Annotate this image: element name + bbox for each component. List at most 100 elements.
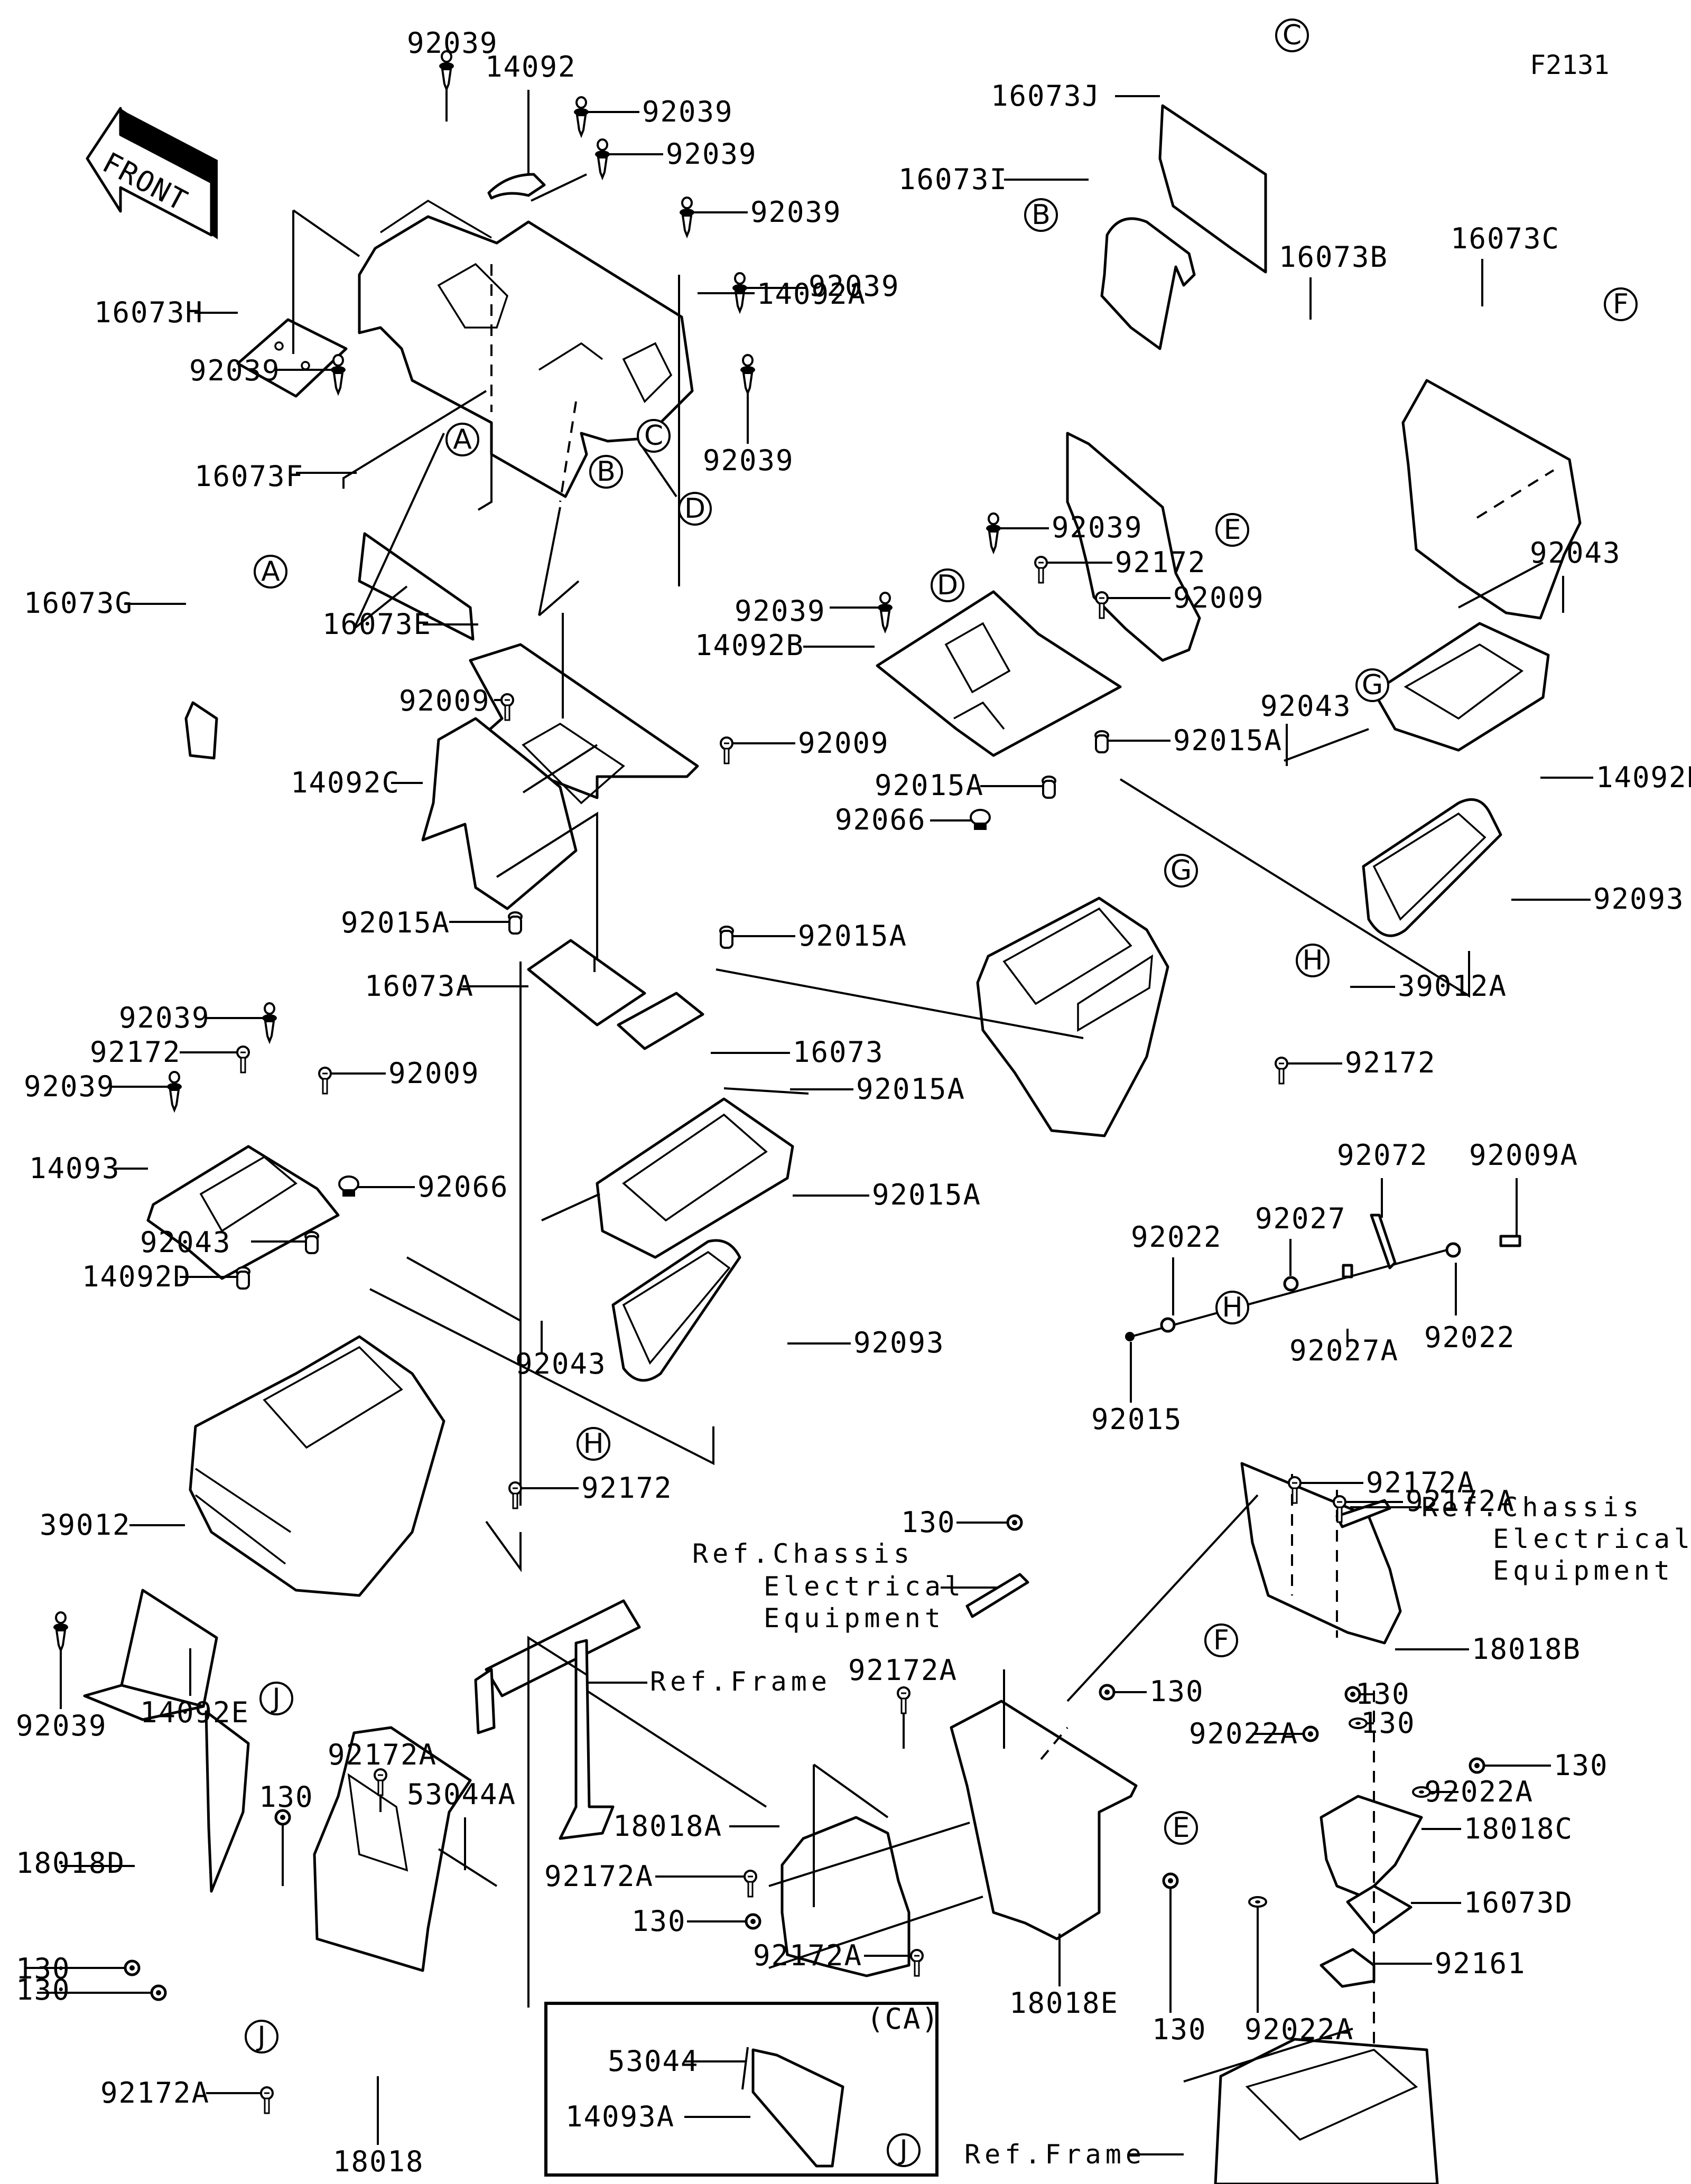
callout-b-1: B: [589, 455, 623, 489]
callout-h-2: H: [577, 1427, 610, 1461]
part-label-18018d: 18018D: [16, 1846, 135, 1880]
svg-text:H: H: [1222, 1292, 1242, 1323]
ref-chassis-electrical-2: Ref.Chassis Electrical Equipment: [692, 1538, 1029, 1634]
svg-text:Ref.Chassis: Ref.Chassis: [692, 1538, 914, 1569]
part-label-92093: 92093: [787, 1326, 944, 1359]
clip-icon: [331, 354, 346, 396]
part-label-53044: 53044: [608, 2045, 745, 2078]
part-label-92172a: 92172A: [100, 2076, 274, 2114]
part-label-92009a: 92009A: [1469, 1138, 1578, 1236]
part-label-92015a: 92015A: [1094, 724, 1281, 757]
part-number: 92015A: [872, 1178, 981, 1211]
clip-icon: [878, 592, 893, 634]
part-number: 92009A: [1469, 1138, 1578, 1172]
callout-e-2: E: [1164, 1811, 1198, 1845]
part-number: 92015A: [341, 906, 450, 939]
callout-j-1: J: [259, 1682, 293, 1715]
part-label-92022a: 92022A: [1244, 1896, 1353, 2046]
callout-j-2: J: [245, 2020, 278, 2054]
bolt-icon: [150, 1984, 167, 2001]
screw-icon: [897, 1686, 910, 1714]
part-number: 92172A: [328, 1738, 437, 1771]
part-number: 92172A: [753, 1939, 862, 1972]
part-92093-upper: [1362, 798, 1502, 937]
part-number: 92172: [1345, 1046, 1436, 1079]
part-label-92015a: 92015A: [790, 1072, 965, 1106]
part-16073j: [1158, 104, 1267, 274]
svg-text:C: C: [1283, 20, 1302, 51]
variant-ca-label: (CA): [867, 2002, 940, 2036]
washer-icon: [1349, 1718, 1368, 1729]
part-label-92027: 92027: [1255, 1202, 1345, 1276]
svg-text:G: G: [1170, 855, 1192, 886]
ref-frame-2: Ref.Frame: [964, 2139, 1184, 2170]
part-label-92172: 92172: [1275, 1046, 1436, 1085]
part-number: 92027A: [1289, 1334, 1399, 1367]
part-label-92161: 92161: [1374, 1947, 1526, 1980]
callout-d-1: D: [678, 492, 712, 526]
part-label-14093: 14093: [29, 1152, 148, 1185]
bolt-icon: [124, 1959, 141, 1976]
part-number: 92039: [666, 137, 757, 171]
bolt-icon: [274, 1809, 291, 1826]
part-14092: [487, 173, 546, 200]
svg-text:Equipment: Equipment: [764, 1603, 945, 1634]
washer-icon: [1248, 1896, 1267, 1908]
part-number: 92093: [1593, 882, 1685, 916]
part-label-92172a: 92172A: [848, 1654, 956, 1749]
part-number: 18018B: [1472, 1632, 1581, 1666]
screw-icon: [236, 1046, 250, 1074]
part-number: 92039: [735, 594, 826, 628]
bolt-icon: [1469, 1757, 1485, 1774]
part-number: 92015A: [856, 1072, 965, 1106]
callout-f-1: F: [1604, 287, 1638, 321]
part-label-92022a: 92022A: [1189, 1717, 1319, 1750]
part-label-16073h: 16073H: [94, 296, 238, 329]
svg-text:Equipment: Equipment: [1493, 1555, 1674, 1586]
svg-text:D: D: [684, 493, 705, 525]
part-label-130: 130: [259, 1780, 314, 1886]
part-label-16073i: 16073I: [898, 163, 1089, 196]
part-number: 92039: [189, 354, 281, 387]
bolt-icon: [1099, 1684, 1116, 1701]
svg-text:F: F: [1213, 1625, 1229, 1656]
part-number: 14092E: [140, 1696, 249, 1729]
part-14092c: [421, 717, 578, 910]
part-number: 92172A: [1366, 1466, 1475, 1499]
part-label-92072: 92072: [1337, 1138, 1427, 1218]
part-number: 18018C: [1464, 1812, 1573, 1845]
part-label-130: 130: [16, 1952, 141, 1985]
part-number: 39012: [40, 1508, 131, 1542]
part-number: 130: [16, 1952, 71, 1985]
part-number: 18018A: [613, 1809, 722, 1843]
part-number: 92066: [835, 803, 926, 836]
part-label-18018a: 18018A: [613, 1809, 779, 1843]
screw-icon: [318, 1067, 332, 1095]
part-number: 92039: [16, 1709, 107, 1742]
part-label-92022a: 92022A: [1412, 1775, 1532, 1808]
screw-icon: [720, 736, 733, 764]
part-number: 92043: [515, 1347, 607, 1380]
part-label-14092b: 14092B: [695, 629, 875, 662]
part-label-92015a: 92015A: [341, 906, 523, 939]
part-16073d: [1346, 1884, 1413, 1935]
part-number: 92066: [417, 1170, 509, 1203]
ref-frame-1: Ref.Frame: [587, 1666, 827, 1697]
part-number: 92039: [119, 1001, 210, 1034]
part-label-14092a: 14092A: [698, 277, 865, 311]
part-18018d: [205, 1710, 250, 1893]
part-number: 92161: [1435, 1947, 1526, 1980]
part-number: 92039: [750, 195, 842, 229]
callout-j-3: J: [887, 2133, 921, 2167]
part-label-16073e: 16073E: [322, 608, 478, 641]
part-label-92172a: 92172A: [1288, 1466, 1475, 1504]
part-number: 130: [259, 1780, 314, 1814]
part-number: 16073F: [194, 460, 304, 493]
part-label-92039: 92039: [703, 354, 793, 477]
part-92161: [1320, 1948, 1376, 1988]
part-label-130: 130: [1099, 1675, 1203, 1708]
part-label-18018e: 18018E: [1009, 1934, 1118, 2020]
svg-text:Electrical: Electrical: [1493, 1524, 1691, 1554]
clip-icon: [439, 50, 454, 92]
svg-text:A: A: [261, 556, 280, 587]
